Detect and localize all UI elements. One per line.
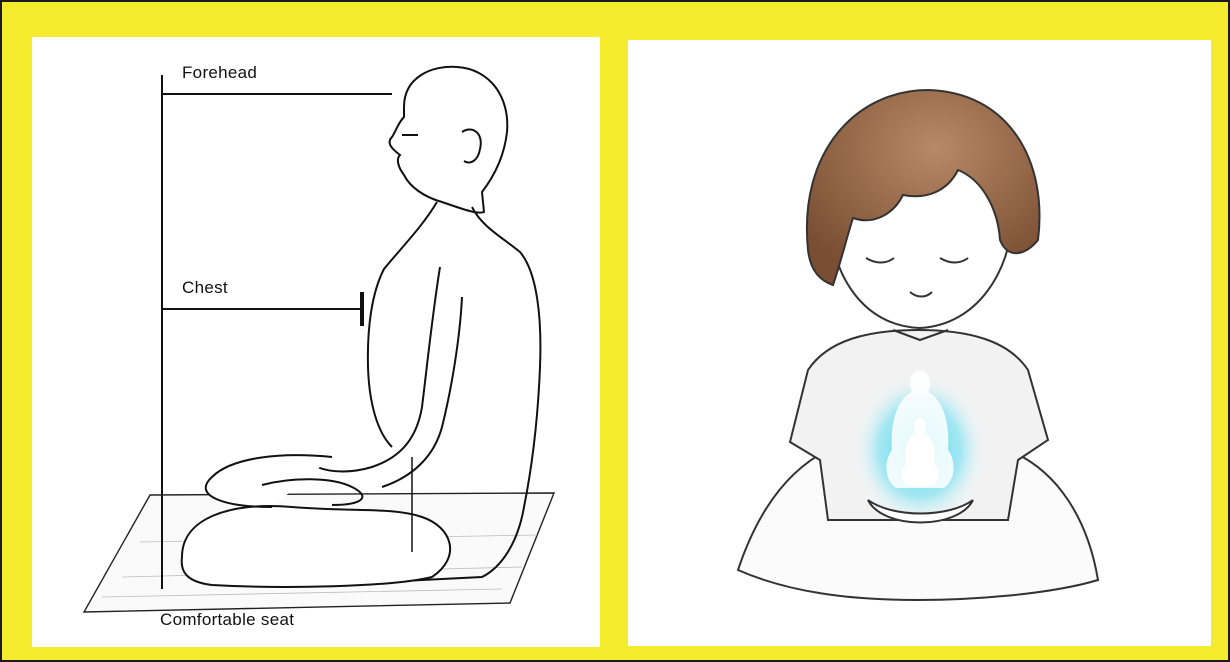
forehead-label: Forehead [182, 63, 257, 83]
head [390, 67, 508, 213]
seated-man-drawing [32, 37, 600, 647]
chest-label: Chest [182, 278, 228, 298]
right-panel-meditating-child [628, 40, 1211, 646]
folded-legs [182, 455, 450, 587]
meditating-child-illustration [628, 40, 1211, 646]
left-panel-posture-diagram: Forehead Chest Comfortable seat [32, 37, 600, 647]
comfortable-seat-label: Comfortable seat [160, 610, 294, 630]
